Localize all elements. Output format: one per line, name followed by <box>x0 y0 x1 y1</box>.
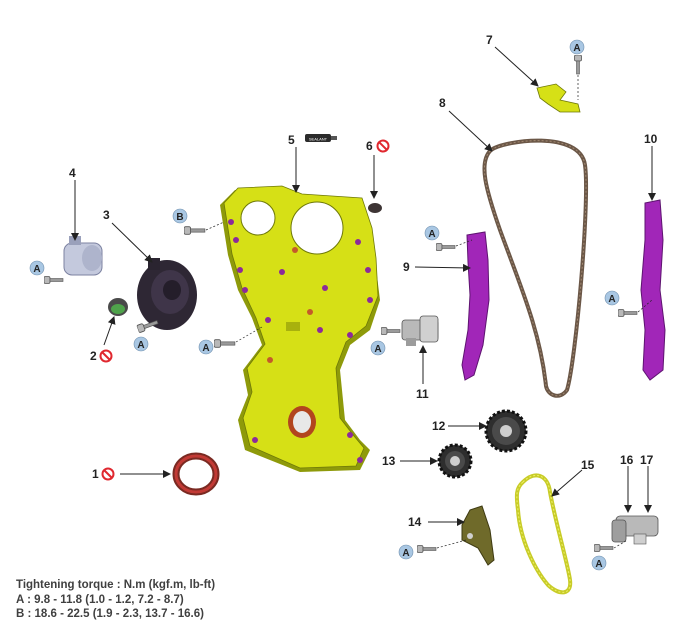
chain-guide-left <box>461 231 490 381</box>
torque-marker-label: A <box>202 343 209 354</box>
bolt-icon <box>214 339 236 348</box>
alignment-line <box>436 539 467 549</box>
torque-marker <box>133 336 149 352</box>
torque-marker-label: A <box>402 548 409 559</box>
leader-line-9 <box>414 263 471 272</box>
timing-chain <box>482 138 589 398</box>
alignment-line <box>235 326 263 343</box>
torque-marker-label: A <box>137 340 144 351</box>
torque-marker <box>198 339 214 355</box>
torque-marker-label: A <box>374 344 381 355</box>
callout-1: 1 <box>92 467 99 481</box>
bolt-icon <box>618 309 638 317</box>
oil-seal <box>172 452 220 496</box>
sealant-label: SEALANT <box>309 137 328 142</box>
actuator <box>63 236 103 276</box>
oil-pump-chain <box>514 473 573 595</box>
callout-11: 11 <box>416 387 429 401</box>
callout-13: 13 <box>382 454 396 468</box>
torque-marker <box>591 555 607 571</box>
chain-guide-right <box>640 199 666 381</box>
sensor-cover <box>137 258 197 330</box>
torque-marker <box>604 290 620 306</box>
callout-15: 15 <box>581 458 595 472</box>
torque-table: Tightening torque : N.m (kgf.m, lb-ft) A… <box>16 578 215 622</box>
torque-row-a: A : 9.8 - 11.8 (1.0 - 1.2, 7.2 - 8.7) <box>16 593 184 606</box>
torque-marker-label: A <box>608 294 615 305</box>
bolt-icon <box>436 243 456 251</box>
leader-line-7 <box>494 46 539 87</box>
torque-marker-label: A <box>33 264 40 275</box>
torque-marker-label: B <box>176 212 183 223</box>
bolt-icon <box>574 55 582 75</box>
crank-sprocket <box>484 409 528 453</box>
plug <box>368 203 382 213</box>
plug-seal <box>108 298 128 316</box>
leader-line-2 <box>103 316 116 346</box>
alignment-line <box>205 221 225 231</box>
timing-chain-cover <box>220 185 380 472</box>
torque-marker-label: A <box>428 229 435 240</box>
torque-heading: Tightening torque : N.m (kgf.m, lb-ft) <box>16 579 216 591</box>
callout-16: 16 <box>620 453 634 467</box>
bolt-icon <box>417 545 437 553</box>
oil-pump-sprocket <box>437 443 473 479</box>
callout-10: 10 <box>644 132 658 146</box>
torque-row-b: B : 18.6 - 22.5 (1.9 - 2.3, 13.7 - 16.6) <box>16 608 204 620</box>
no-reuse-icon <box>101 467 115 481</box>
callout-8: 8 <box>439 96 446 110</box>
callout-5: 5 <box>288 133 295 147</box>
torque-marker <box>172 208 188 224</box>
oil-pump-tensioner <box>611 515 659 545</box>
callout-17: 17 <box>640 453 654 467</box>
bolt-icon <box>44 276 64 284</box>
callout-4: 4 <box>69 166 76 180</box>
callout-9: 9 <box>403 260 410 274</box>
torque-marker <box>424 225 440 241</box>
chain-guide-bracket <box>536 83 581 113</box>
torque-marker-label: A <box>595 559 602 570</box>
no-reuse-icon <box>376 139 390 153</box>
bolt-icon <box>594 544 614 552</box>
bolt-icon <box>381 327 401 335</box>
leader-line-8 <box>448 110 493 152</box>
torque-marker <box>398 544 414 560</box>
callout-7: 7 <box>486 33 493 47</box>
alignment-line <box>455 239 473 247</box>
callout-14: 14 <box>408 515 422 529</box>
chain-tensioner <box>401 315 439 346</box>
torque-marker <box>569 39 585 55</box>
leader-line-15 <box>551 469 583 497</box>
torque-marker <box>370 340 386 356</box>
torque-marker <box>29 260 45 276</box>
callout-2: 2 <box>90 349 97 363</box>
sealant-tube-icon: SEALANT <box>305 134 337 142</box>
callout-3: 3 <box>103 208 110 222</box>
alignment-line <box>637 299 653 313</box>
torque-marker-label: A <box>573 43 580 54</box>
callout-12: 12 <box>432 419 446 433</box>
leader-line-3 <box>111 222 153 263</box>
tensioner-arm <box>461 505 495 566</box>
no-reuse-icon <box>99 349 113 363</box>
callout-6: 6 <box>366 139 373 153</box>
bolt-icon <box>184 226 206 235</box>
